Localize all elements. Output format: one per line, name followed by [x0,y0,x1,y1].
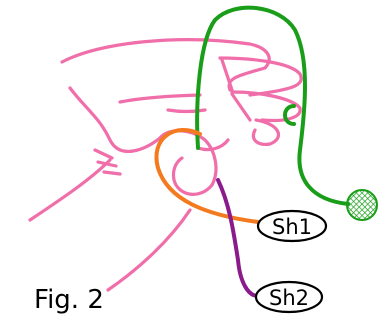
sh1-label: Sh1 [258,211,326,241]
knuckle-line [120,95,200,102]
finger-little [253,120,278,144]
skin-crease [95,150,112,158]
purple-cord-line [218,180,258,296]
finger-divider [232,94,250,120]
forearm-lower [108,210,190,290]
sh2-label: Sh2 [256,282,322,312]
figure-caption: Fig. 2 [34,285,104,315]
finger-divider [222,60,232,90]
purple-cord [218,180,258,296]
mesh-ball-icon [347,190,377,220]
forearm-upper [30,160,110,220]
sh2-text: Sh2 [269,286,309,310]
green-cord-line [197,8,348,204]
skin-crease [98,162,116,166]
sh1-text: Sh1 [272,215,312,239]
finger-index [62,40,269,90]
thumb-crease [198,140,228,150]
skin-crease [104,172,120,174]
green-clip [285,106,294,124]
hand-outline [30,40,301,290]
knuckle-line [168,110,205,112]
